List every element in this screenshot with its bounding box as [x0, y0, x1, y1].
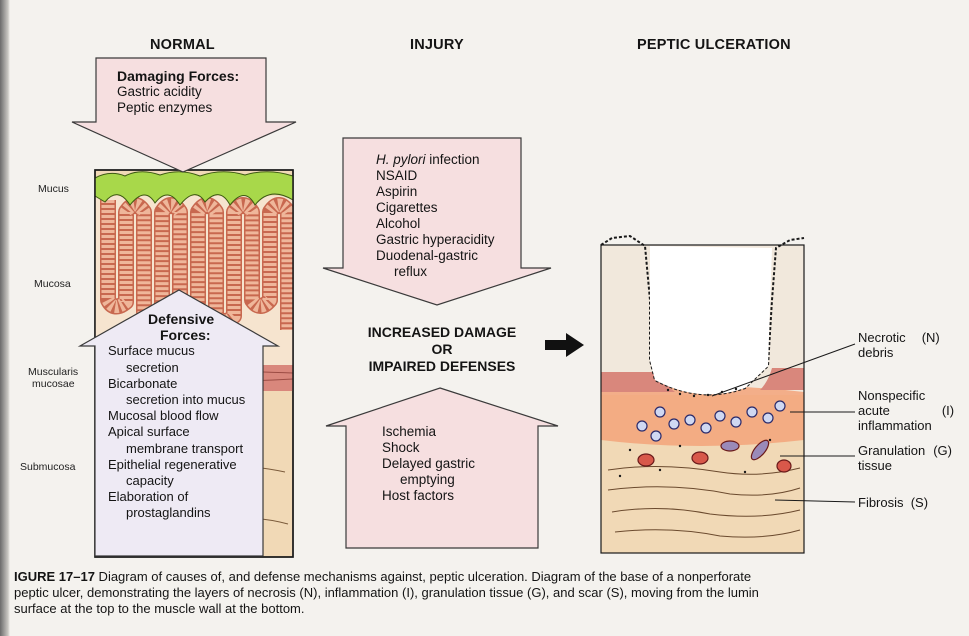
- injury-damage-item: Duodenal-gastric: [376, 248, 495, 264]
- damaging-forces-title: Damaging Forces:: [117, 68, 239, 84]
- defensive-item: Mucosal blood flow: [108, 408, 245, 424]
- increased-damage-label: INCREASED DAMAGE OR IMPAIRED DEFENSES: [342, 324, 542, 375]
- defensive-item: prostaglandins: [108, 505, 245, 521]
- nonspec-line2: acute: [858, 403, 890, 418]
- injury-damage-item: Cigarettes: [376, 200, 495, 216]
- center-line2: OR: [342, 341, 542, 358]
- defensive-item: Epithelial regenerative: [108, 457, 245, 473]
- inflammation-band: [601, 386, 804, 446]
- injury-defense-item: Ischemia: [382, 424, 475, 440]
- defensive-item: Bicarbonate: [108, 376, 245, 392]
- header-normal: NORMAL: [150, 37, 215, 53]
- defensive-item: Elaboration of: [108, 489, 245, 505]
- injury-hpylori: H. pylori infection: [376, 152, 495, 168]
- necrotic-line1: Necrotic: [858, 330, 906, 345]
- header-injury: INJURY: [410, 37, 464, 53]
- gran-line1: Granulation: [858, 443, 925, 458]
- damaging-forces-text: Damaging Forces: Gastric acidity Peptic …: [117, 68, 239, 116]
- label-submucosa: Submucosa: [20, 461, 75, 473]
- caption-line3: surface at the top to the muscle wall at…: [14, 601, 964, 617]
- caption-figure-number: IGURE 17–17: [14, 569, 95, 584]
- ulcer-tissue-block: [601, 236, 855, 553]
- injury-damage-item: Gastric hyperacidity: [376, 232, 495, 248]
- injury-defense-item: Delayed gastric: [382, 456, 475, 472]
- header-peptic-ulceration: PEPTIC ULCERATION: [637, 37, 791, 53]
- hpylori-italic: H. pylori: [376, 152, 426, 167]
- gran-line2: tissue: [858, 458, 952, 473]
- damaging-item: Gastric acidity: [117, 84, 239, 100]
- defensive-item: capacity: [108, 473, 245, 489]
- defensive-title-line1: Defensive: [108, 311, 245, 327]
- defensive-item: secretion: [108, 360, 245, 376]
- hpylori-rest: infection: [426, 152, 480, 167]
- caption-line1: Diagram of causes of, and defense mechan…: [95, 569, 751, 584]
- nonspec-code: (I): [942, 403, 954, 418]
- nonspec-line1: Nonspecific: [858, 388, 954, 403]
- injury-defense-item: Host factors: [382, 488, 475, 504]
- defensive-item: Apical surface: [108, 424, 245, 440]
- center-line1: INCREASED DAMAGE: [342, 324, 542, 341]
- label-muscularis-mucosae: Muscularis mucosae: [28, 366, 78, 390]
- center-line3: IMPAIRED DEFENSES: [342, 358, 542, 375]
- defensive-item: Surface mucus: [108, 343, 245, 359]
- damaging-item: Peptic enzymes: [117, 100, 239, 116]
- necrotic-line2: debris: [858, 345, 940, 360]
- label-muscularis-line2: mucosae: [28, 378, 78, 390]
- progression-arrow-icon: [545, 333, 584, 357]
- label-necrotic-debris: Necrotic (N) debris: [858, 330, 940, 360]
- injury-damage-item: Alcohol: [376, 216, 495, 232]
- figure-caption: IGURE 17–17 Diagram of causes of, and de…: [14, 569, 964, 617]
- nonspec-line3: inflammation: [858, 418, 954, 433]
- gran-code: (G): [933, 443, 952, 458]
- injury-damage-item: NSAID: [376, 168, 495, 184]
- injury-defense-item: Shock: [382, 440, 475, 456]
- injury-damage-item: Aspirin: [376, 184, 495, 200]
- defensive-item: secretion into mucus: [108, 392, 245, 408]
- label-muscularis-line1: Muscularis: [28, 366, 78, 378]
- caption-line2: peptic ulcer, demonstrating the layers o…: [14, 585, 964, 601]
- label-mucosa: Mucosa: [34, 278, 71, 290]
- injury-damage-item: reflux: [376, 264, 495, 280]
- injury-defense-item: emptying: [382, 472, 475, 488]
- label-nonspecific-inflammation: Nonspecific acute (I) inflammation: [858, 388, 954, 433]
- label-mucus: Mucus: [38, 183, 69, 195]
- label-fibrosis: Fibrosis (S): [858, 495, 928, 510]
- defensive-title-line2: Forces:: [108, 327, 245, 343]
- defensive-item: membrane transport: [108, 441, 245, 457]
- necrotic-code: (N): [922, 330, 940, 345]
- label-granulation-tissue: Granulation (G) tissue: [858, 443, 952, 473]
